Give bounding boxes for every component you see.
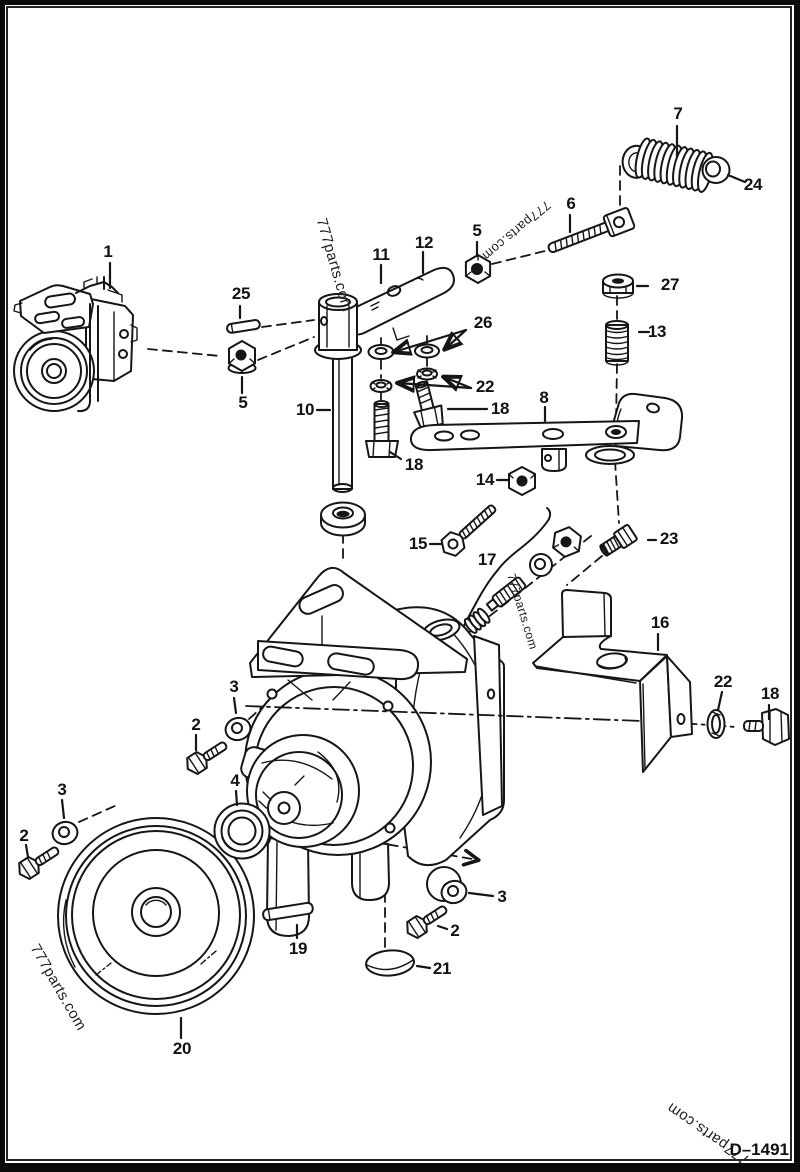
rod-17-drawing [458, 507, 582, 648]
watermark: 777parts.com [312, 216, 356, 314]
part-label-5: 5 [238, 393, 248, 412]
boss-11-drawing [314, 293, 362, 360]
pin-19-drawing [262, 901, 314, 922]
part-label-8: 8 [539, 388, 549, 407]
nut-17-drawing [552, 526, 582, 558]
part-label-24: 24 [743, 175, 763, 194]
plug-21-drawing [365, 949, 415, 977]
washer-22-left [369, 379, 393, 393]
washer-stack-drawing [365, 335, 444, 458]
nut-27-drawing [602, 273, 634, 299]
part-label-26: 26 [473, 313, 493, 332]
fitting-23-drawing [599, 524, 638, 557]
part-1-assembly-drawing [13, 276, 138, 413]
part-label-11: 11 [372, 245, 390, 264]
part-label-1: 1 [103, 242, 113, 261]
spring-17-drawing [463, 607, 491, 634]
part-label-22: 22 [475, 377, 495, 396]
part-label-2: 2 [19, 826, 29, 845]
bolt-2-bottom-drawing [406, 905, 448, 939]
stud-13-drawing [605, 320, 629, 366]
bolt-2-left-drawing [18, 846, 60, 880]
part-label-5: 5 [472, 221, 482, 240]
washer-26-right [414, 343, 440, 359]
pulley-20-drawing [57, 817, 255, 1015]
part-label-2: 2 [450, 921, 460, 940]
drawing-number: D–1491 [729, 1140, 789, 1159]
watermark: 777parts.com [479, 197, 554, 264]
rod-6-drawing [547, 207, 636, 254]
part-label-19: 19 [288, 939, 308, 958]
part-label-25: 25 [231, 284, 251, 303]
part-label-3: 3 [497, 887, 507, 906]
bolt-15-drawing [440, 504, 497, 557]
part-label-27: 27 [660, 275, 680, 294]
bracket-16-drawing [532, 589, 693, 773]
part-label-18: 18 [404, 455, 424, 474]
watermark: 777parts.com [504, 571, 541, 652]
part-label-3: 3 [229, 677, 239, 696]
washer-3-bottom-drawing [440, 879, 468, 905]
part-label-23: 23 [659, 529, 679, 548]
part-label-14: 14 [475, 470, 495, 489]
part-label-7: 7 [673, 104, 683, 123]
washer-22-right-drawing [706, 709, 726, 739]
part-label-6: 6 [566, 194, 576, 213]
bolt-2-top-drawing [186, 741, 228, 775]
part-label-3: 3 [57, 780, 67, 799]
part-label-21: 21 [432, 959, 452, 978]
bolt-18-mid-drawing [413, 380, 444, 431]
part-label-2: 2 [191, 715, 201, 734]
part-label-17: 17 [477, 550, 497, 569]
part-label-20: 20 [172, 1039, 192, 1058]
nut-5-top-drawing [464, 254, 492, 284]
nut-5-left-drawing [227, 340, 257, 374]
part-label-18: 18 [490, 399, 510, 418]
part-label-4: 4 [230, 771, 240, 790]
nut-14-drawing [508, 466, 536, 496]
pump-body-drawing [240, 566, 505, 937]
washer-9-drawing [320, 501, 366, 537]
hub-4-drawing [213, 802, 271, 860]
watermark: 777parts.com [26, 941, 90, 1034]
arm-8-drawing [409, 392, 684, 472]
washer-3-left-drawing [51, 820, 79, 846]
washer-17-drawing [529, 553, 553, 577]
part-label-13: 13 [647, 322, 667, 341]
part-label-16: 16 [650, 613, 670, 632]
label-leader-lines [24, 124, 771, 1040]
part-label-22: 22 [713, 672, 733, 691]
part-label-15: 15 [408, 534, 428, 553]
pin-25-drawing [226, 319, 261, 334]
part-label-10: 10 [295, 400, 315, 419]
adjuster-17-drawing [485, 576, 527, 612]
washer-3-top-drawing [224, 716, 252, 742]
part-label-18: 18 [760, 684, 780, 703]
part-label-12: 12 [414, 233, 434, 252]
